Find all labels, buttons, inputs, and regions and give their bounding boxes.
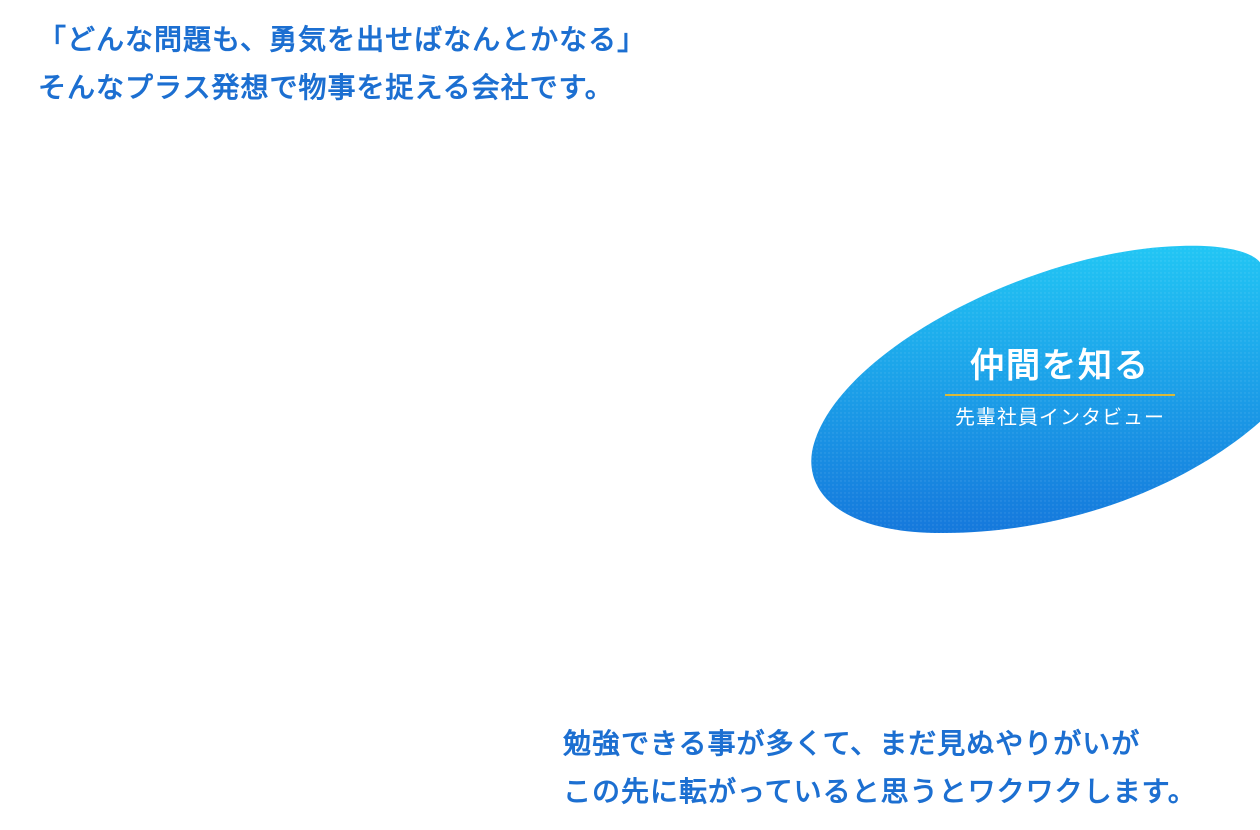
quote-top-line-1: 「どんな問題も、勇気を出せばなんとかなる」 [38,23,647,56]
team-interview-link[interactable]: 仲間を知る 先輩社員インタビュー [930,340,1190,432]
team-interview-subtitle: 先輩社員インタビュー [955,405,1165,429]
quote-bottom-line-2: この先に転がっていると思うとワクワクします。 [563,775,1197,808]
quote-bottom: 勉強できる事が多くて、まだ見ぬやりがいが この先に転がっていると思うとワクワクし… [563,720,1197,816]
team-interview-title: 仲間を知る [970,346,1150,386]
quote-top: 「どんな問題も、勇気を出せばなんとかなる」 そんなプラス発想で物事を捉える会社で… [38,16,646,112]
nav-blob-texture [811,245,1260,534]
title-underline [945,394,1175,396]
quote-top-line-2: そんなプラス発想で物事を捉える会社です。 [38,71,614,104]
quote-bottom-line-1: 勉強できる事が多くて、まだ見ぬやりがいが [563,727,1141,760]
